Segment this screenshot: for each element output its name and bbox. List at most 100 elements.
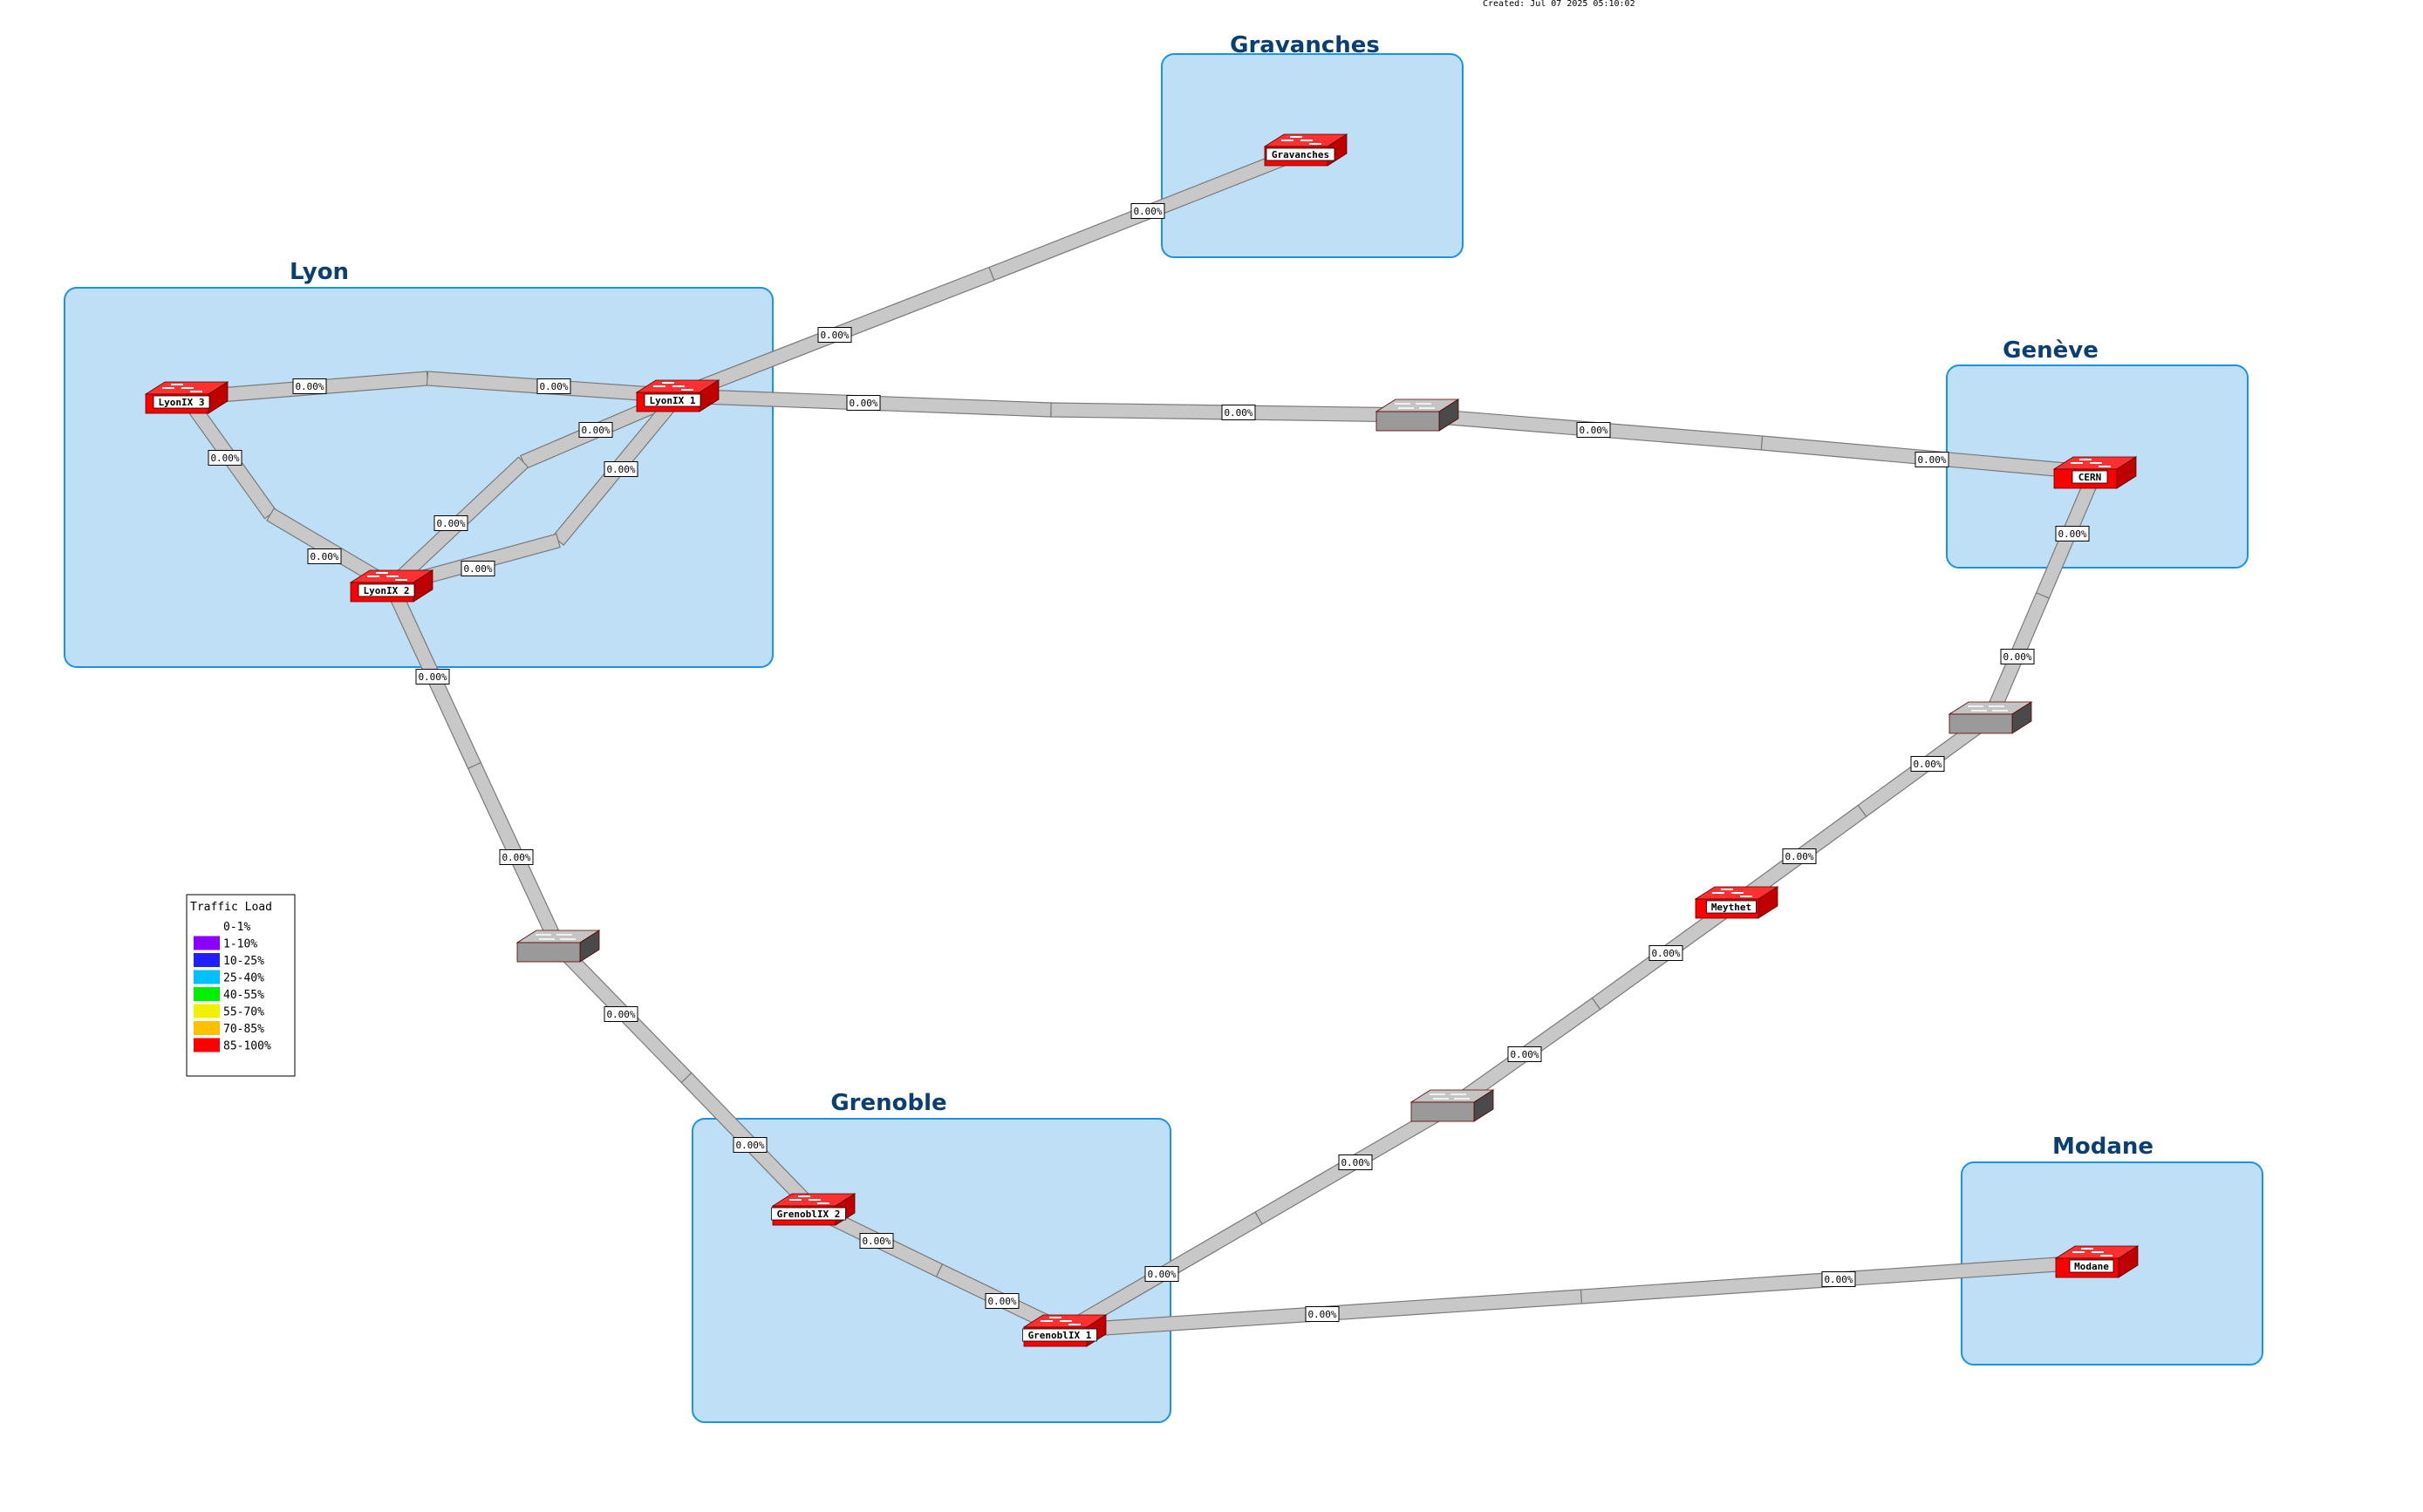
link-label: 0.00%: [606, 1009, 635, 1020]
link-label: 0.00%: [1510, 1049, 1539, 1060]
link-lyonix3-lyonix2[interactable]: 0.00% 0.00%: [180, 392, 396, 593]
link-label: 0.00%: [1133, 206, 1162, 217]
node-label-box: [644, 393, 701, 407]
link-sw-center-cern[interactable]: 0.00% 0.00%: [1416, 407, 2097, 480]
legend-swatch: [194, 1038, 220, 1052]
router-grenoblix2[interactable]: GrenoblIX 2: [771, 1193, 857, 1226]
link-grenoblix1-modane[interactable]: 0.00% 0.00%: [1063, 1254, 2099, 1338]
router-arrows-icon: [1041, 1317, 1081, 1325]
router-arrows-icon: [653, 382, 693, 391]
link-label: 0.00%: [862, 1236, 891, 1247]
node-label: Gravanches: [1272, 149, 1329, 160]
link-label-box: [292, 378, 327, 394]
switch-icon-front: [1410, 1101, 1475, 1122]
link-label-box: [1305, 1306, 1340, 1322]
router-cern[interactable]: CERN: [2052, 456, 2138, 489]
region-lyon-title: Lyon: [290, 259, 349, 285]
legend-item-label: 1-10%: [223, 938, 257, 951]
link-label: 0.00%: [502, 852, 530, 863]
switch-arrows-icon: [1430, 1093, 1470, 1100]
router-arrows-icon: [367, 572, 407, 581]
link-sw-geneve-meythet[interactable]: 0.00%0.00%: [1731, 711, 1996, 909]
link-label-box: [859, 1233, 894, 1249]
link-label: 0.00%: [606, 464, 635, 475]
link-label: 0.00%: [1147, 1269, 1176, 1280]
switch-sw-lyon-gre[interactable]: [515, 930, 601, 963]
link-label-box: [604, 1006, 638, 1022]
region-grenoble-title: Grenoble: [830, 1090, 946, 1116]
link-label: 0.00%: [463, 563, 492, 575]
switch-icon-front: [516, 942, 581, 963]
legend-swatch: [194, 970, 220, 984]
link-label: 0.00%: [2058, 528, 2086, 540]
link-label: 0.00%: [539, 381, 568, 392]
node-label: Meythet: [1711, 902, 1751, 913]
legend-item-label: 55-70%: [223, 1006, 264, 1019]
link-label: 0.00%: [1917, 454, 1946, 466]
legend-swatch: [194, 953, 220, 967]
link-label: 0.00%: [1224, 407, 1252, 419]
router-grenoblix1[interactable]: GrenoblIX 1: [1022, 1314, 1108, 1347]
node-label: CERN: [2078, 472, 2102, 483]
router-arrows-icon: [789, 1195, 829, 1204]
link-label-box: [1144, 1266, 1179, 1282]
link-label: 0.00%: [581, 425, 610, 436]
link-label: 0.00%: [310, 551, 338, 562]
legend-swatch: [194, 1004, 220, 1018]
link-label: 0.00%: [820, 330, 849, 341]
switch-sw-south[interactable]: [1409, 1089, 1495, 1122]
router-arrows-icon: [1712, 889, 1752, 897]
node-label: GrenoblIX 2: [777, 1209, 841, 1220]
traffic-legend: Traffic Load0-1%1-10%10-25%25-40%40-55%5…: [186, 894, 296, 1077]
link-label: 0.00%: [210, 453, 239, 464]
legend-item-label: 25-40%: [223, 972, 264, 985]
node-label: LyonIX 3: [159, 397, 205, 408]
legend-title: Traffic Load: [190, 901, 272, 914]
link-lyonix2-sw-lyon-gre[interactable]: 0.00%0.00%: [384, 582, 566, 950]
router-lyonix1[interactable]: LyonIX 1: [635, 379, 720, 412]
link-label-box: [578, 422, 613, 438]
link-label-box: [1507, 1046, 1542, 1062]
router-gravanches[interactable]: Gravanches: [1263, 133, 1348, 167]
link-label-box: [1821, 1271, 1856, 1287]
link-lyonix1-sw-center[interactable]: 0.00%0.00%: [677, 388, 1418, 423]
link-meythet-sw-south[interactable]: 0.00% 0.00%: [1447, 896, 1742, 1113]
link-label-box: [1915, 452, 1949, 467]
region-gravanches-title: Gravanches: [1230, 32, 1380, 58]
router-arrows-icon: [1281, 136, 1321, 145]
switch-arrows-icon: [536, 934, 576, 940]
node-label-box: [1706, 900, 1757, 914]
switch-sw-center[interactable]: [1375, 398, 1460, 432]
link-grenoblix2-grenoblix1[interactable]: 0.00%0.00%: [809, 1202, 1069, 1338]
link-lyonix1-gravanches[interactable]: 0.00% 0.00%: [674, 142, 1309, 404]
region-modane-title: Modane: [2052, 1134, 2153, 1160]
legend-item-label: 0-1%: [223, 921, 250, 934]
legend-swatch: [194, 936, 220, 950]
link-label-box: [1338, 1154, 1373, 1170]
link-label-box: [499, 849, 534, 865]
router-lyonix2[interactable]: LyonIX 2: [349, 569, 434, 603]
link-label: 0.00%: [1579, 425, 1607, 436]
link-label: 0.00%: [295, 381, 324, 392]
link-label: 0.00%: [1307, 1309, 1336, 1320]
router-lyonix3[interactable]: LyonIX 3: [144, 381, 229, 414]
node-label-box: [1266, 147, 1335, 161]
link-label-box: [1576, 422, 1611, 438]
link-label-box: [1910, 756, 1945, 772]
node-label-box: [1022, 1328, 1097, 1342]
link-label-box: [307, 548, 342, 564]
link-label-box: [817, 327, 852, 343]
link-label: 0.00%: [1651, 948, 1680, 959]
links-layer: 0.00% 0.00% 0.00% 0.00% 0.00% 0.00% 0.00% 0.00%…: [180, 142, 2103, 1338]
link-cern-sw-geneve[interactable]: 0.00%0.00%: [1983, 469, 2103, 721]
router-meythet[interactable]: Meythet: [1694, 886, 1779, 919]
switch-sw-geneve[interactable]: [1948, 701, 2033, 734]
region-geneve-title: Genève: [2003, 337, 2099, 364]
link-sw-lyon-gre-grenoblix2[interactable]: 0.00%0.00%: [552, 940, 820, 1216]
link-label: 0.00%: [1824, 1274, 1853, 1285]
node-label-box: [358, 583, 415, 597]
router-modane[interactable]: Modane: [2054, 1245, 2140, 1278]
link-label: 0.00%: [1785, 851, 1813, 862]
